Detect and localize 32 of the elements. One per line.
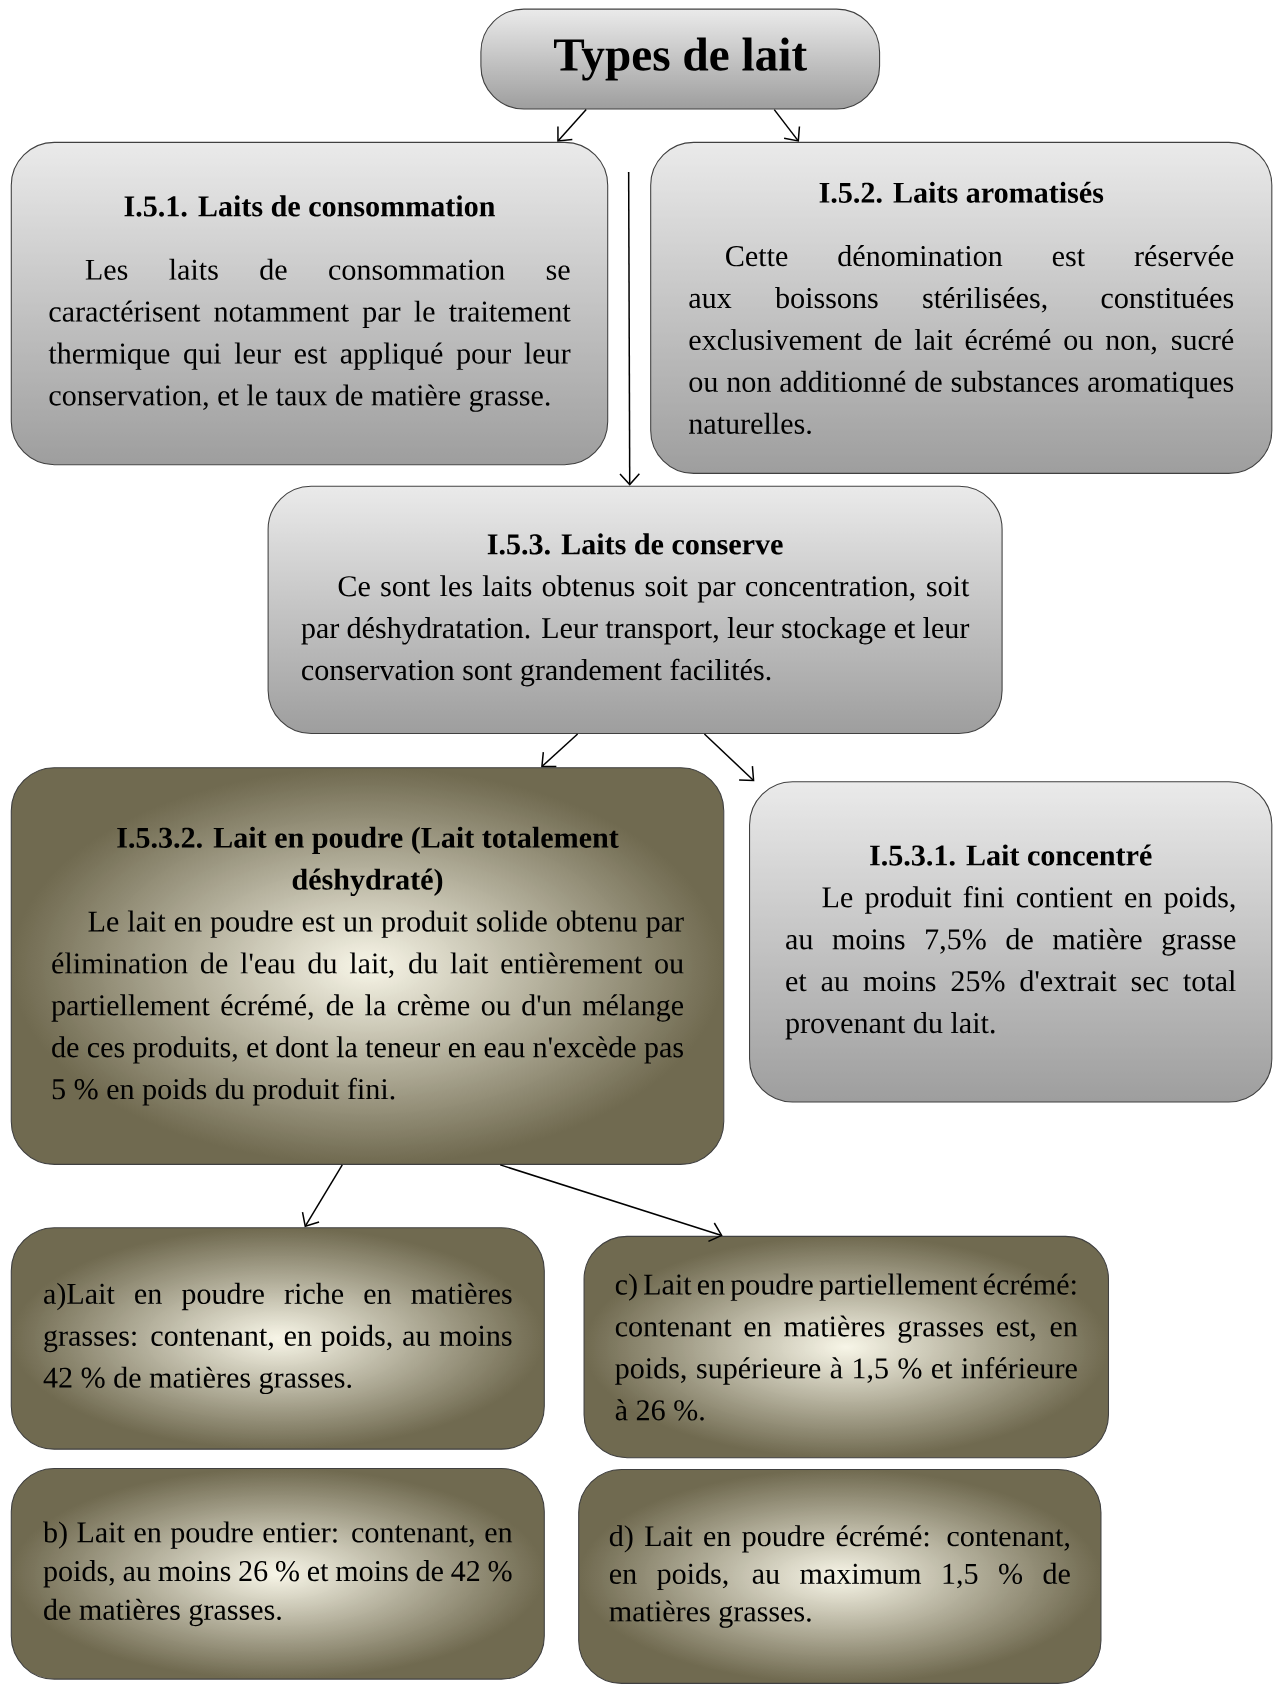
rounded-box bbox=[749, 781, 1273, 1103]
arrow bbox=[773, 108, 801, 142]
box-heading: I.5.3.1. Lait concentré bbox=[870, 844, 1152, 866]
box-text: Le lait en poudre est un produit solide obtenu par élimination de l'eau du lait, du lait entièrement ou partiellement écrémé, de la crème ou d'un mélange de ces produits, et dont la teneur en eau n'excède pas 5 % en poids du produit fini. bbox=[51, 910, 684, 1106]
box-heading: I.5.1. Laits de consommation bbox=[124, 195, 496, 217]
arrow bbox=[541, 733, 579, 768]
box-heading: I.5.2. Laits aromatisés bbox=[819, 181, 1104, 203]
rounded-box bbox=[10, 767, 725, 1165]
arrow bbox=[499, 1164, 723, 1243]
rounded-box bbox=[578, 1469, 1102, 1684]
box-text: Cette dénomination est réservée aux boissons stérilisées, constituées exclusivement de lait écrémé ou non, sucré ou non additionné de substances aromatiques naturelles. bbox=[689, 245, 1234, 435]
box-text: Ce sont les laits obtenus soit par concentration, soit par déshydratation. Leur transport, leur stockage et leur conservation sont grandement facilités. bbox=[301, 575, 970, 687]
box-heading: I.5.3.2. Lait en poudre (Lait totalement déshydraté) bbox=[117, 826, 619, 896]
rounded-box bbox=[10, 141, 609, 466]
arrow bbox=[301, 1164, 344, 1228]
box-text: c) Lait en poudre partiellement écrémé: contenant en matières grasses est, en poids, supérieure à 1,5 % et inférieure à 26 %. bbox=[615, 1273, 1078, 1421]
rounded-box bbox=[650, 141, 1273, 474]
title-box bbox=[480, 8, 881, 110]
box-text: Les laits de consommation se caractérisent notamment par le traitement thermique qui leur est appliqué pour leur conservation, et le taux de matière grasse. bbox=[48, 258, 571, 412]
title-text: Types de lait bbox=[554, 37, 808, 81]
box-text: Le produit fini contient en poids, au moins 7,5% de matière grasse et au moins 25% d'extrait sec total provenant du lait. bbox=[785, 886, 1236, 1040]
rounded-box bbox=[583, 1235, 1110, 1459]
rounded-box bbox=[267, 485, 1003, 734]
arrow bbox=[557, 108, 588, 142]
box-heading: I.5.3. Laits de conserve bbox=[487, 533, 783, 555]
arrow bbox=[703, 733, 755, 782]
box-text: b) Lait en poudre entier: contenant, en poids, au moins 26 % et moins de 42 % de matières grasses. bbox=[43, 1521, 513, 1627]
arrow bbox=[619, 171, 641, 486]
box-text: a)Lait en poudre riche en matières grasses: contenant, en poids, au moins 42 % de matières grasses. bbox=[43, 1282, 512, 1395]
rounded-box bbox=[10, 1227, 545, 1450]
rounded-box bbox=[10, 1467, 545, 1680]
box-text: d) Lait en poudre écrémé: contenant, en poids, au maximum 1,5 % de matières grasses. bbox=[609, 1525, 1070, 1628]
